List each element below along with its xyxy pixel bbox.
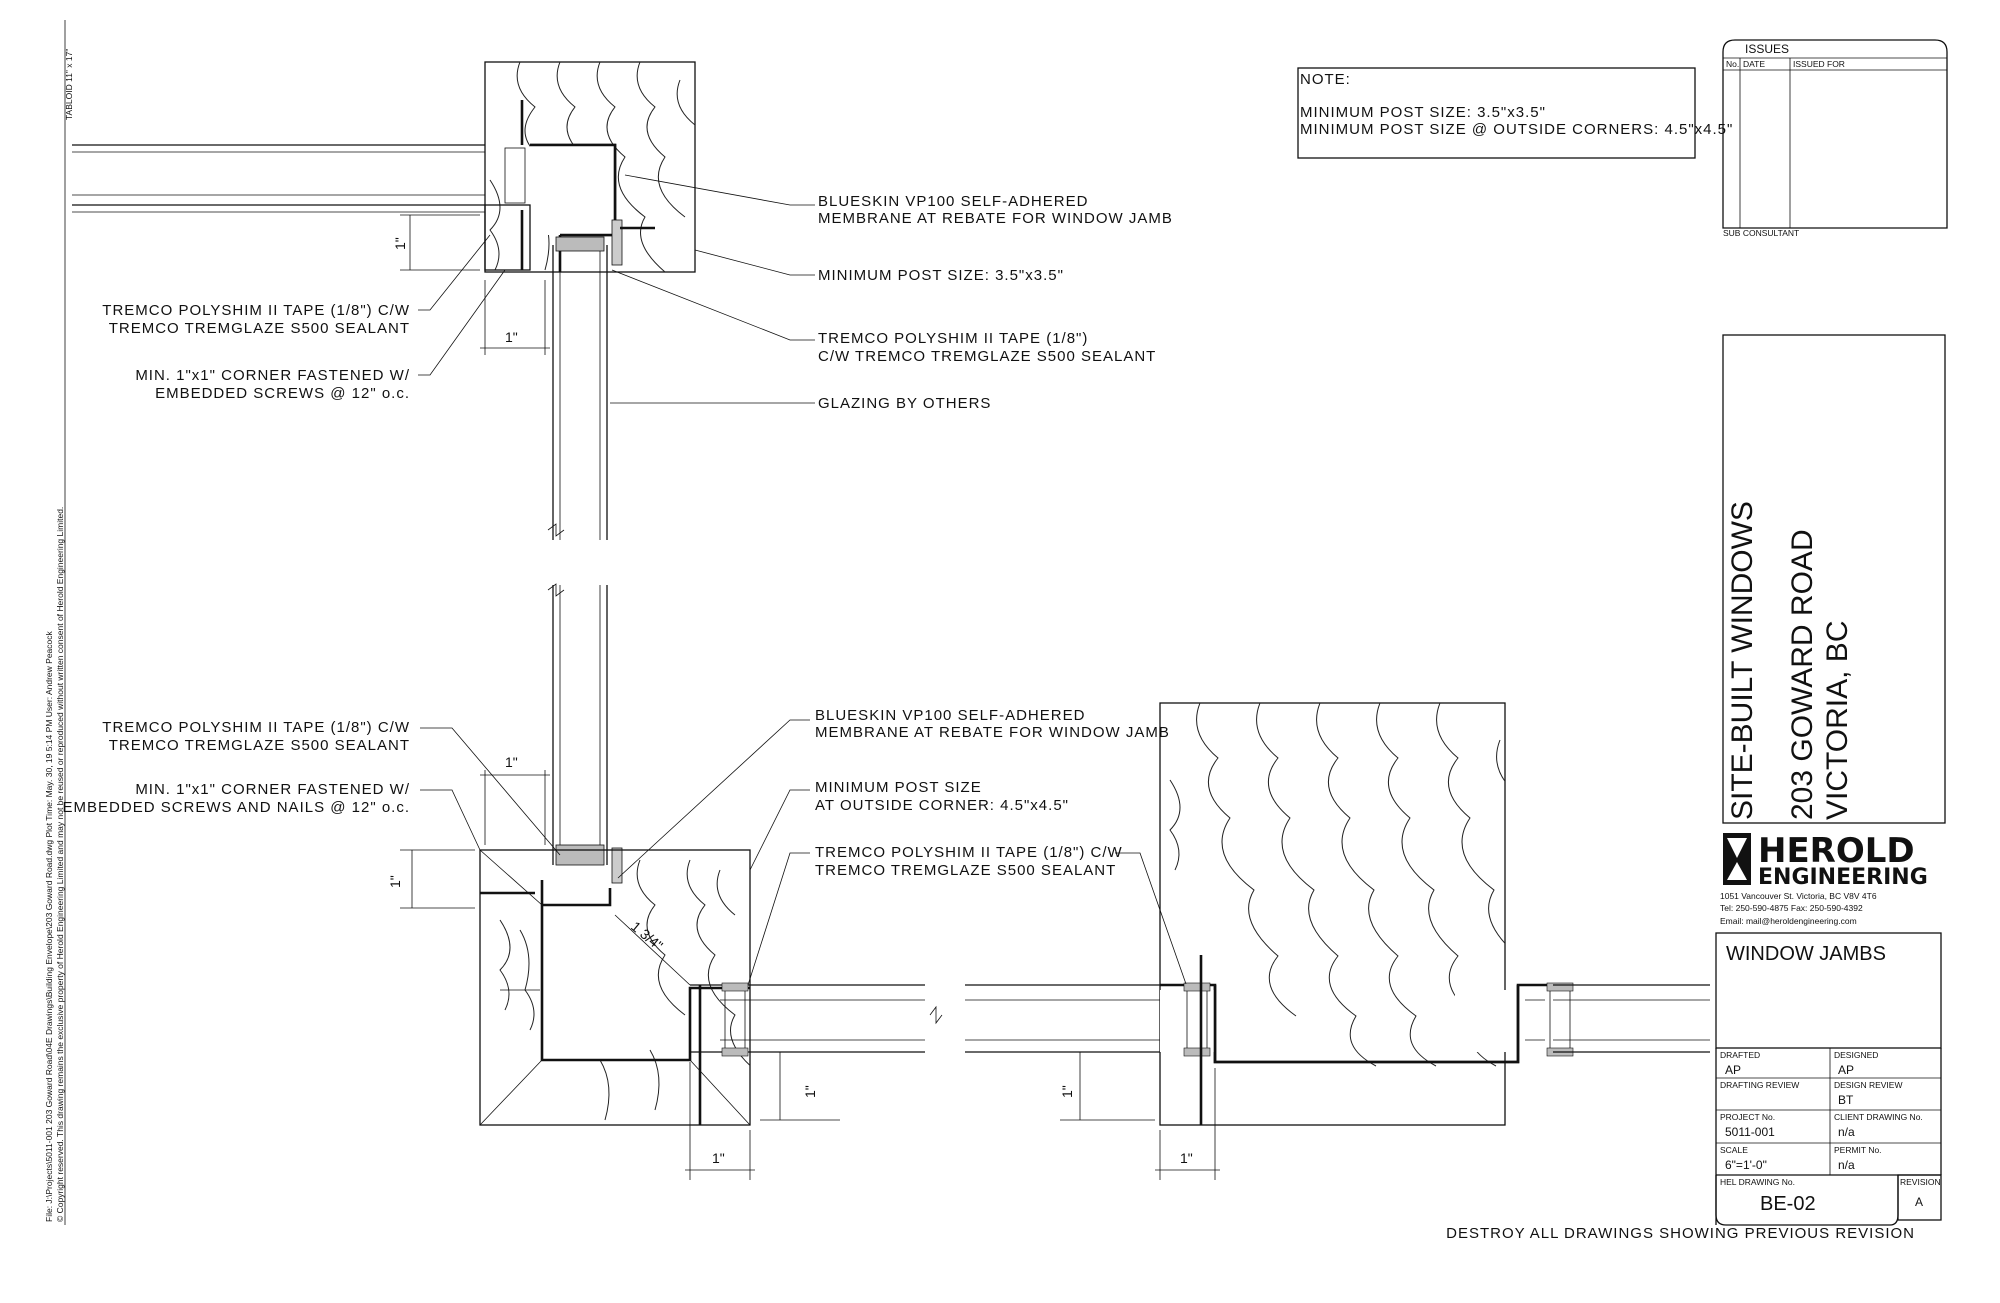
bottom-corner-detail: 1" 1" 1 3/4" 1" 1" <box>387 583 1710 1180</box>
callout-top-corner-l2: EMBEDDED SCREWS @ 12" o.c. <box>155 385 410 402</box>
dim-bottom-left-vertical: 1" <box>387 875 403 888</box>
permit-value: n/a <box>1838 1158 1855 1172</box>
title-block: WINDOW JAMBS DRAFTED AP DESIGNED AP DRAF… <box>1715 932 1942 1226</box>
callout-bottom-min-post-2: AT OUTSIDE CORNER: 4.5"x4.5" <box>815 797 1069 814</box>
callout-bottom-tremco-l1: TREMCO POLYSHIM II TAPE (1/8") C/W <box>102 719 410 736</box>
dim-bottom-right-vertical: 1" <box>1059 1085 1075 1098</box>
note-line-2: MINIMUM POST SIZE @ OUTSIDE CORNERS: 4.5… <box>1300 121 1733 138</box>
sheet-size-text: TABLOID 11" x 17" <box>64 49 74 120</box>
company-name-2: ENGINEERING <box>1758 865 1928 890</box>
designed-label: DESIGNED <box>1834 1050 1878 1060</box>
callout-bottom-tremco-l2: TREMCO TREMGLAZE S500 SEALANT <box>109 737 410 754</box>
callout-bottom-corner-l2: EMBEDDED SCREWS AND NAILS @ 12" o.c. <box>63 799 410 816</box>
copyright-text: © Copyright reserved. This drawing remai… <box>55 507 65 1222</box>
callout-top-min-post: MINIMUM POST SIZE: 3.5"x3.5" <box>818 267 1064 284</box>
scale-label: SCALE <box>1720 1145 1748 1155</box>
callout-bottom-tremco-r1: TREMCO POLYSHIM II TAPE (1/8") C/W <box>815 844 1123 861</box>
permit-label: PERMIT No. <box>1834 1145 1882 1155</box>
hel-drawing-value: BE-02 <box>1760 1193 1816 1215</box>
callout-top-corner-l1: MIN. 1"x1" CORNER FASTENED W/ <box>135 367 410 384</box>
design-review-label: DESIGN REVIEW <box>1834 1080 1902 1090</box>
callout-bottom-min-post-1: MINIMUM POST SIZE <box>815 779 982 796</box>
callout-top-tremco-l1: TREMCO POLYSHIM II TAPE (1/8") C/W <box>102 302 410 319</box>
company-phone: Tel: 250-590-4875 Fax: 250-590-4392 <box>1720 903 1863 913</box>
callout-top-tremco-r1: TREMCO POLYSHIM II TAPE (1/8") <box>818 330 1088 347</box>
issues-table: ISSUES No. DATE ISSUED FOR SUB CONSULTAN… <box>1722 39 1948 238</box>
callout-bottom-blueskin-2: MEMBRANE AT REBATE FOR WINDOW JAMB <box>815 724 1170 741</box>
callout-bottom-blueskin-1: BLUESKIN VP100 SELF-ADHERED <box>815 707 1085 724</box>
issues-col-no: No. <box>1726 59 1739 69</box>
project-address-2: VICTORIA, BC <box>1821 621 1854 820</box>
top-post <box>484 61 696 273</box>
note-box: NOTE: MINIMUM POST SIZE: 3.5"x3.5" MINIM… <box>1297 67 1733 159</box>
note-heading: NOTE: <box>1300 71 1351 88</box>
top-callouts: BLUESKIN VP100 SELF-ADHERED MEMBRANE AT … <box>102 174 1173 412</box>
revision-value: A <box>1915 1195 1923 1209</box>
large-post <box>1159 702 1506 1126</box>
company-name-1: HEROLD <box>1758 831 1915 871</box>
drafted-value: AP <box>1725 1063 1741 1077</box>
callout-top-tremco-l2: TREMCO TREMGLAZE S500 SEALANT <box>109 320 410 337</box>
dim-top-horizontal: 1" <box>505 329 518 345</box>
callout-bottom-tremco-r2: TREMCO TREMGLAZE S500 SEALANT <box>815 862 1116 879</box>
dim-bottom-left-bottom: 1" <box>712 1150 725 1166</box>
dim-bottom-mid-vertical: 1" <box>802 1085 818 1098</box>
dim-bottom-right-bottom: 1" <box>1180 1150 1193 1166</box>
project-name: SITE-BUILT WINDOWS <box>1726 501 1759 820</box>
file-path-text: File: J:\Projects\5011-001 203 Goward Ro… <box>44 631 54 1222</box>
bottom-callouts: TREMCO POLYSHIM II TAPE (1/8") C/W TREMC… <box>63 707 1187 986</box>
drafted-label: DRAFTED <box>1720 1050 1760 1060</box>
sub-consultant-label: SUB CONSULTANT <box>1723 228 1799 238</box>
company-logo: HEROLD ENGINEERING 1051 Vancouver St. Vi… <box>1720 831 1928 926</box>
project-title-box: SITE-BUILT WINDOWS 203 GOWARD ROAD VICTO… <box>1722 334 1946 824</box>
callout-top-tremco-r2: C/W TREMCO TREMGLAZE S500 SEALANT <box>818 348 1156 365</box>
issues-col-issued: ISSUED FOR <box>1793 59 1845 69</box>
client-drawing-value: n/a <box>1838 1125 1855 1139</box>
scale-value: 6"=1'-0" <box>1725 1158 1767 1172</box>
issues-col-date: DATE <box>1743 59 1765 69</box>
company-address: 1051 Vancouver St. Victoria, BC V8V 4T6 <box>1720 891 1877 901</box>
issues-title: ISSUES <box>1745 42 1789 56</box>
footer-note: DESTROY ALL DRAWINGS SHOWING PREVIOUS RE… <box>1446 1225 1915 1242</box>
project-no-label: PROJECT No. <box>1720 1112 1775 1122</box>
company-email: Email: mail@heroldengineering.com <box>1720 916 1857 926</box>
top-jamb-detail: 1" 1" <box>72 61 696 540</box>
callout-top-blueskin-2: MEMBRANE AT REBATE FOR WINDOW JAMB <box>818 210 1173 227</box>
callout-top-glazing: GLAZING BY OTHERS <box>818 395 991 412</box>
hel-drawing-label: HEL DRAWING No. <box>1720 1177 1795 1187</box>
designed-value: AP <box>1838 1063 1854 1077</box>
project-address-1: 203 GOWARD ROAD <box>1786 529 1819 820</box>
note-line-1: MINIMUM POST SIZE: 3.5"x3.5" <box>1300 104 1546 121</box>
project-no-value: 5011-001 <box>1725 1125 1775 1139</box>
revision-label: REVISION <box>1900 1177 1941 1187</box>
dim-top-vertical: 1" <box>392 237 408 250</box>
design-review-value: BT <box>1838 1093 1854 1107</box>
callout-bottom-corner-l1: MIN. 1"x1" CORNER FASTENED W/ <box>135 781 410 798</box>
dim-bottom-left-horizontal: 1" <box>505 754 518 770</box>
callout-top-blueskin-1: BLUESKIN VP100 SELF-ADHERED <box>818 193 1088 210</box>
drafting-review-label: DRAFTING REVIEW <box>1720 1080 1799 1090</box>
drawing-title: WINDOW JAMBS <box>1726 943 1886 965</box>
client-drawing-label: CLIENT DRAWING No. <box>1834 1112 1923 1122</box>
